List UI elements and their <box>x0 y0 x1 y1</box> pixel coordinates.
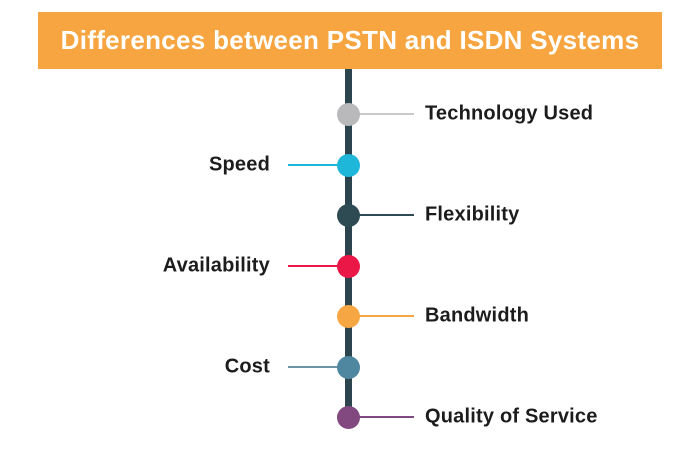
timeline-line <box>345 69 352 420</box>
title-banner: Differences between PSTN and ISDN System… <box>38 12 662 69</box>
timeline-label: Quality of Service <box>425 405 598 428</box>
connector-line <box>287 366 349 368</box>
timeline-label: Speed <box>208 153 270 176</box>
connector-line <box>348 315 414 317</box>
timeline-dot <box>337 254 360 278</box>
timeline-dot <box>337 102 360 126</box>
timeline-label: Technology Used <box>425 102 594 125</box>
timeline-dot <box>337 304 360 328</box>
timeline-label: Bandwidth <box>425 304 530 327</box>
connector-line <box>348 416 414 418</box>
page-title: Differences between PSTN and ISDN System… <box>60 25 640 55</box>
timeline-dot <box>337 355 360 379</box>
timeline-label: Cost <box>224 355 270 378</box>
connector-line <box>348 214 414 216</box>
connector-line <box>348 113 414 115</box>
timeline-dot <box>337 203 360 227</box>
timeline-label: Availability <box>162 254 270 277</box>
connector-line <box>287 265 349 267</box>
timeline-label: Flexibility <box>425 203 520 226</box>
connector-line <box>287 164 349 166</box>
timeline-dot <box>337 405 360 429</box>
timeline-dot <box>337 153 360 177</box>
